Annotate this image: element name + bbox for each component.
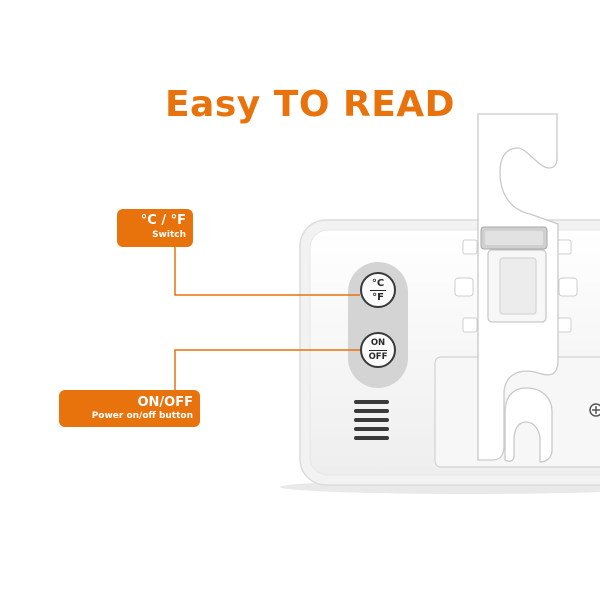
power-off-label: OFF (368, 351, 388, 362)
power-button[interactable]: ON OFF (360, 332, 396, 368)
speaker-grille-icon (354, 400, 389, 440)
unit-switch-callout-subtitle: Switch (152, 230, 186, 240)
stand-hook (477, 113, 559, 463)
power-button-callout: ON/OFF Power on/off button (59, 390, 200, 427)
unit-switch-fahrenheit-label: °F (372, 291, 384, 303)
power-leader-line (174, 349, 360, 390)
stand-clip-inner (485, 231, 543, 245)
power-on-label: ON (368, 338, 388, 351)
unit-leader-line (174, 247, 360, 296)
screw-icon (589, 403, 600, 417)
power-button-callout-title: ON/OFF (137, 395, 194, 410)
unit-switch-callout-title: °C / °F (140, 213, 186, 228)
unit-switch-celsius-label: °C (369, 277, 387, 291)
unit-switch-callout: °C / °F Switch (117, 209, 193, 247)
power-button-callout-subtitle: Power on/off button (91, 411, 193, 421)
unit-switch-button[interactable]: °C °F (360, 272, 396, 308)
headline: Easy TO READ (164, 84, 456, 125)
